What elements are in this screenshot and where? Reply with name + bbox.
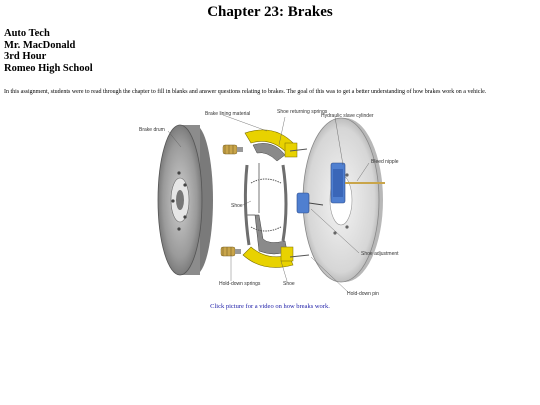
hold-down-spring-top [222, 144, 243, 155]
brake-drum-part [157, 124, 213, 276]
shoe-adjustment-part [296, 192, 324, 214]
label-hold-down-springs: Hold-down springs [219, 281, 261, 287]
label-brake-lining: Brake lining material [205, 111, 250, 117]
hold-down-pin-bottom [289, 254, 310, 258]
leader-lines [167, 114, 370, 294]
brake-shoe-frame [243, 163, 288, 246]
caption: Click picture for a video on how breaks … [0, 303, 540, 310]
video-link[interactable]: Click picture for a video on how breaks … [210, 303, 330, 310]
hydraulic-cylinder-part [330, 162, 385, 204]
course-info: Auto Tech Mr. MacDonald 3rd Hour Romeo H… [4, 28, 93, 74]
label-shoe-adjustment: Shoe adjustment [361, 251, 399, 257]
page-title: Chapter 23: Brakes [207, 4, 333, 20]
hold-down-spring-bottom [220, 246, 241, 257]
info-line-school: Romeo High School [4, 62, 93, 74]
info-line-course: Auto Tech [4, 28, 50, 39]
brake-diagram: Brake drum Brake lining material Shoe re… [139, 109, 399, 297]
label-shoe-left: Shoe [231, 203, 243, 209]
brake-diagram-link[interactable]: Brake drum Brake lining material Shoe re… [135, 105, 405, 301]
label-shoe-bottom: Shoe [283, 281, 295, 287]
intro-paragraph: In this assignment, students were to rea… [4, 89, 487, 95]
label-shoe-springs: Shoe returning springs [277, 109, 328, 115]
hold-down-pin-top [289, 148, 308, 152]
label-hydraulic-cylinder: Hydraulic slave cylinder [321, 113, 374, 119]
info-line-teacher: Mr. MacDonald [4, 39, 76, 51]
brake-shoe-bottom [242, 214, 294, 268]
label-bleed-nipple: Bleed nipple [371, 159, 399, 165]
brake-shoe-top [244, 129, 298, 162]
label-brake-drum: Brake drum [139, 127, 165, 133]
info-line-hour: 3rd Hour [4, 51, 47, 62]
label-hold-down-pin: Hold-down pin [347, 291, 379, 297]
